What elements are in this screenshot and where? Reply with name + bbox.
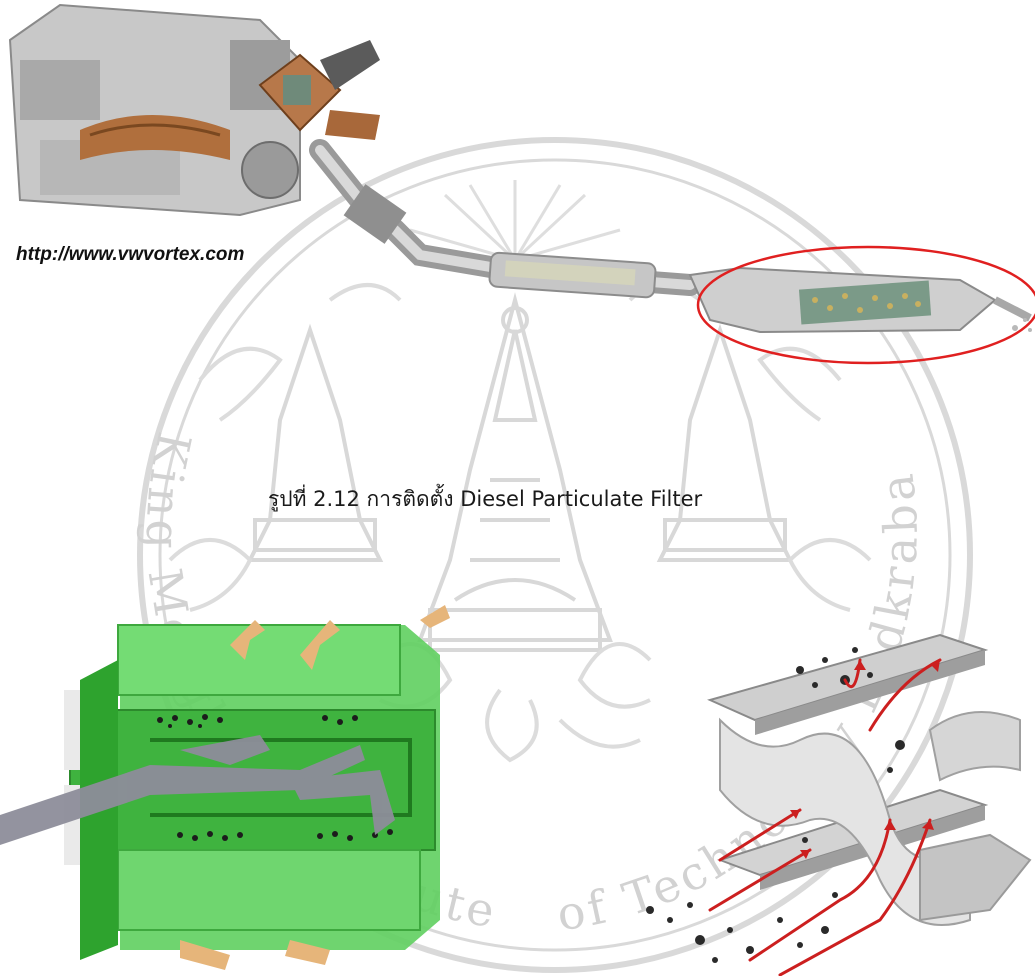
engine-block [10,5,300,215]
porous-wall-filter-diagram [640,620,1035,976]
wall-flow-filter-diagram [0,600,460,976]
figure-caption: รูปที่ 2.12 การติดตั้ง Diesel Particulat… [268,483,702,516]
exhaust-system-illustration [0,0,1035,380]
middle-silencer [489,252,656,297]
diesel-particulate-filter [690,268,1032,332]
image-source-url: http://www.vwvortex.com [16,244,244,266]
